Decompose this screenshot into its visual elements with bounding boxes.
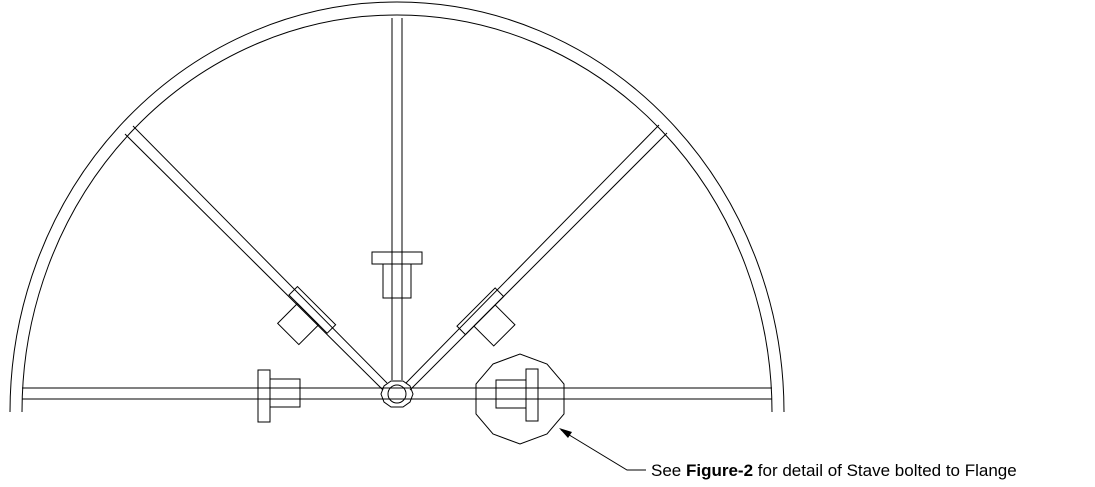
central-hub-inner xyxy=(387,384,407,404)
left-diagonal-bracket xyxy=(276,285,337,346)
detail-circle xyxy=(475,353,565,445)
top-bracket xyxy=(371,251,423,299)
central-hub xyxy=(380,380,414,408)
figure-reference-link: Figure-2 xyxy=(685,461,754,480)
shell-inner-arc xyxy=(21,14,773,413)
left-diagonal-stave-a xyxy=(132,125,388,384)
right-bracket xyxy=(495,368,539,422)
left-diagonal-stave-b xyxy=(124,133,384,391)
shell-outer-arc xyxy=(9,1,785,413)
right-diagonal-bracket xyxy=(456,287,516,347)
right-diagonal-stave-b xyxy=(409,132,668,391)
callout-suffix: for detail of Stave bolted to Flange xyxy=(753,461,1017,480)
leader-line xyxy=(560,429,646,471)
leader-arrowhead xyxy=(559,428,572,438)
figure-callout: See Figure-2 for detail of Stave bolted … xyxy=(651,461,1017,481)
left-bracket xyxy=(257,369,301,423)
callout-prefix: See xyxy=(651,461,686,480)
right-diagonal-stave-a xyxy=(405,124,660,384)
